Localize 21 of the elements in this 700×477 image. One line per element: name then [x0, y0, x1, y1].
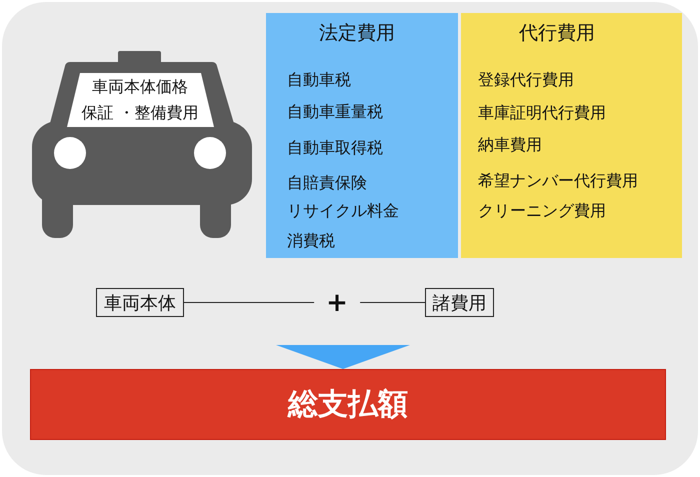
cost-item-text: 自動車税 [287, 70, 351, 90]
cost-item-text: クリーニング費用 [478, 201, 606, 220]
cost-item-text: 車両本体価格 [92, 77, 188, 96]
term-box: 車両本体 [96, 288, 184, 317]
category-heading: 法定費用 [319, 22, 395, 45]
cost-item-text: 保証 ・整備費用 [81, 103, 199, 122]
cost-item-text: 納車費用 [478, 135, 542, 154]
cost-item-text: 希望ナンバー代行費用 [478, 171, 638, 190]
total-bar: 総支払額 [30, 369, 666, 440]
category-heading: 代行費用 [519, 22, 595, 45]
cost-item-text: 消費税 [287, 231, 335, 250]
cost-item-text: 自賠責保険 [287, 173, 367, 192]
category-panel [266, 13, 458, 258]
arrow [276, 345, 410, 369]
cost-item-text: 自動車重量税 [287, 102, 383, 122]
category-panel [461, 13, 682, 258]
cost-item-text: リサイクル料金 [287, 201, 399, 220]
cost-item-text: 車庫証明代行費用 [478, 103, 606, 122]
cost-item-text: 登録代行費用 [478, 70, 574, 90]
cost-item-text: 自動車取得税 [287, 138, 383, 158]
term-box: 諸費用 [425, 288, 494, 317]
